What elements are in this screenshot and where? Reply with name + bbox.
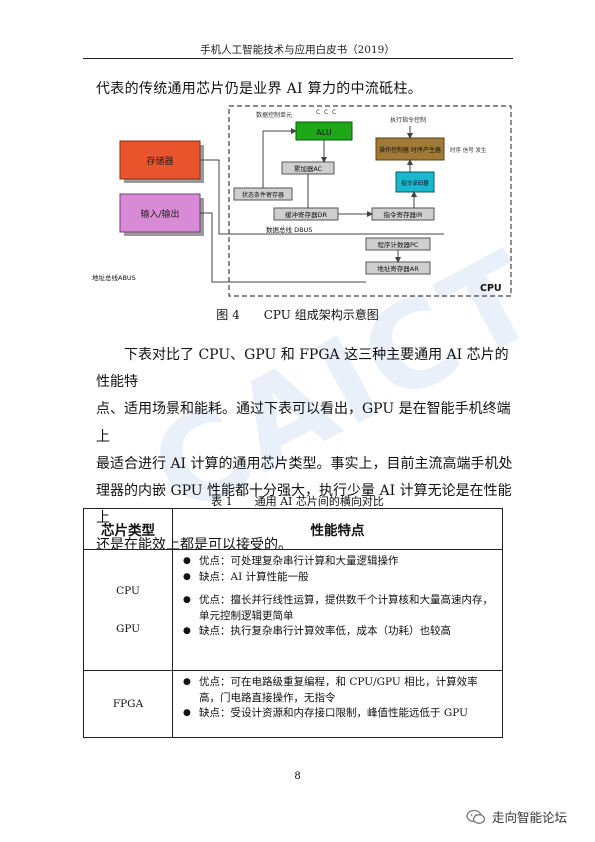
wechat-icon: [466, 809, 486, 824]
table-caption: 表 1 通用 AI 芯片间的横向对比: [211, 495, 384, 508]
ir-label: 指令寄存器IR: [384, 210, 423, 219]
features-cell: 优点：可在电路级重复编程，和 CPU/GPU 相比，计算效率高，门电路直接操作，…: [172, 670, 503, 738]
header-rule: [83, 58, 513, 59]
features-cell: 优点：可处理复杂串行计算和大量逻辑操作 缺点：AI 计算性能一般 优点：擅长并行…: [172, 549, 503, 671]
data-ctrl-label: 数据控制单元: [256, 111, 292, 119]
table-row: FPGA 优点：可在电路级重复编程，和 CPU/GPU 相比，计算效率高，门电路…: [83, 670, 503, 738]
dbus-label: 数据总线 DBUS: [266, 225, 312, 234]
page-number: 8: [294, 771, 301, 782]
pc-label: 程序计数器PC: [378, 240, 419, 249]
psw-label: 状态条件寄存器: [242, 191, 284, 199]
ar-label: 地址寄存器AR: [377, 264, 419, 273]
figure-caption: 图 4 CPU 组成架构示意图: [216, 308, 379, 322]
chip-type-cell: CPU GPU: [83, 549, 173, 671]
c-mark-3: C: [332, 109, 336, 116]
c-mark-2: C: [324, 109, 328, 116]
brand-footer: 走向智能论坛: [466, 807, 567, 826]
control-label: 操作控制器 时序产生器: [379, 146, 441, 154]
chip-type-cpu: CPU: [116, 585, 140, 597]
chip-type-gpu: GPU: [115, 623, 141, 635]
exec-ctrl-label: 执行指令控制: [390, 116, 426, 124]
decoder-label: 指令译码器: [401, 179, 429, 187]
intro-line: 代表的传统通用芯片仍是业界 AI 算力的中流砥柱。: [96, 81, 423, 97]
brand-name: 走向智能论坛: [492, 810, 568, 825]
abus-line: [200, 212, 366, 283]
feature-point: 缺点：执行复杂串行计算效率低，成本（功耗）也较高: [183, 624, 494, 640]
acc-label: 累加器AC: [294, 164, 323, 173]
paragraph-line: 下表对比了 CPU、GPU 和 FPGA 这三种主要通用 AI 芯片的性能特: [96, 347, 509, 391]
feature-point: 优点：可处理复杂串行计算和大量逻辑操作: [183, 554, 494, 570]
running-header: 手机人工智能技术与应用白皮书（2019）: [200, 44, 395, 56]
memory-block: [119, 140, 201, 180]
ctrl-signal-label: 时序 信号 发生: [450, 146, 487, 154]
cpu-label: CPU: [480, 283, 502, 294]
abus-label: 地址总线ABUS: [92, 273, 136, 282]
feature-point: 缺点：受设计资源和内存接口限制，峰值性能远低于 GPU: [183, 706, 494, 722]
feature-point: 优点：可在电路级重复编程，和 CPU/GPU 相比，计算效率高，门电路直接操作，…: [183, 675, 494, 706]
alu-label: ALU: [316, 128, 332, 137]
feature-point: 优点：擅长并行线性运算，提供数千个计算核和大量高速内存，单元控制逻辑更简单: [183, 593, 494, 624]
memory-label: 存储器: [146, 155, 173, 167]
cpu-boundary: [228, 105, 512, 297]
header-features: 性能特点: [172, 508, 503, 550]
io-block: [119, 193, 201, 233]
table-row: CPU GPU 优点：可处理复杂串行计算和大量逻辑操作 缺点：AI 计算性能一般…: [83, 549, 503, 671]
comparison-table: 芯片类型 性能特点 CPU GPU 优点：可处理复杂串行计算和大量逻辑操作 缺点…: [83, 508, 503, 738]
table-header-row: 芯片类型 性能特点: [83, 508, 503, 550]
io-label: 输入/输出: [140, 208, 179, 220]
dbus-line: [200, 159, 444, 235]
cpu-architecture-diagram: CPU 存储器 输入/输出 ALU 数据控制单元 C C C 累加器AC 状态条…: [92, 105, 512, 297]
c-mark-1: C: [316, 109, 320, 116]
paragraph-line: 点、适用场景和能耗。通过下表可以看出，GPU 是在智能手机终端上: [96, 401, 511, 445]
feature-point: 缺点：AI 计算性能一般: [183, 570, 494, 586]
header-chip-type: 芯片类型: [83, 508, 173, 550]
paragraph-line: 最适合进行 AI 计算的通用芯片类型。事实上，目前主流高端手机处: [96, 455, 513, 472]
dr-label: 缓冲寄存器DR: [285, 210, 328, 219]
chip-type-fpga: FPGA: [83, 670, 173, 738]
